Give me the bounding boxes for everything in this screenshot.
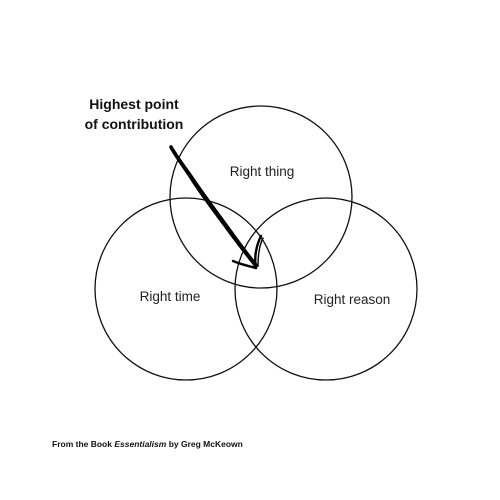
credit-book-title: Essentialism (114, 439, 167, 449)
label-right-thing: Right thing (230, 164, 295, 179)
label-right-reason: Right reason (314, 292, 391, 307)
credit-prefix: From the Book (52, 439, 115, 449)
circle-right-reason (234, 197, 418, 381)
label-right-time: Right time (140, 289, 201, 304)
circle-right-thing (169, 105, 353, 289)
callout-line-2: of contribution (85, 116, 184, 132)
source-credit: From the Book Essentialism by Greg McKeo… (52, 439, 243, 449)
hand-drawn-arrow-icon (169, 145, 264, 270)
callout-line-1: Highest point (89, 96, 179, 112)
credit-suffix: by Greg McKeown (166, 439, 243, 449)
circle-right-time (94, 197, 278, 381)
